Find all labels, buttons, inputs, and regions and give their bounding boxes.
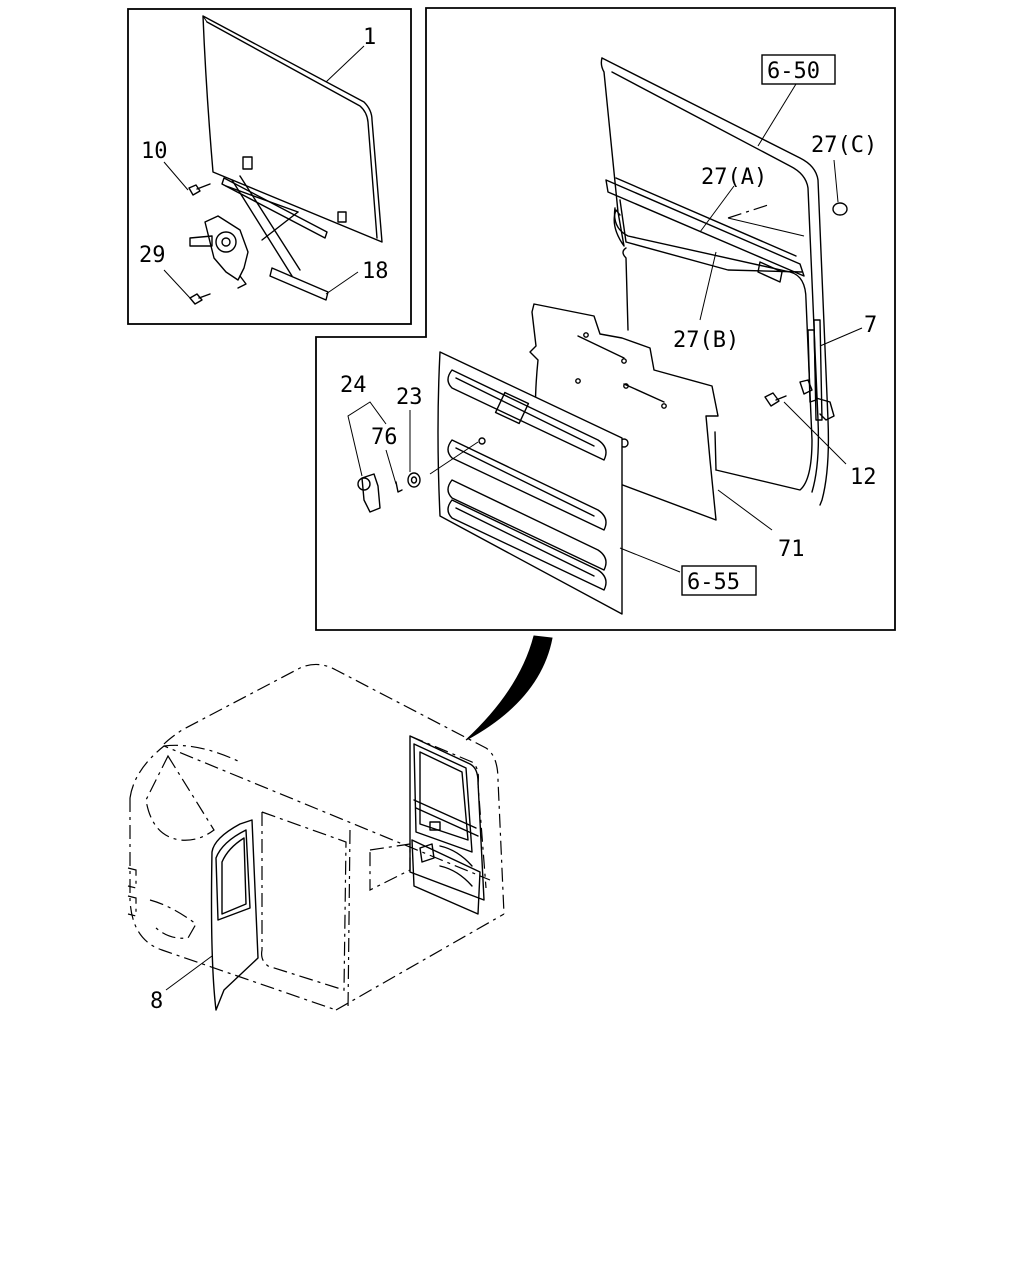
callout-76: 76 xyxy=(371,425,398,450)
screw-12-icon xyxy=(764,392,787,407)
rear-door-frame xyxy=(600,57,830,506)
callout-23: 23 xyxy=(396,385,423,410)
inset-panel-rear-door xyxy=(315,7,896,631)
ref-6-50: 6-50 xyxy=(767,59,820,84)
screw-29-icon xyxy=(189,293,211,305)
clip-76-icon xyxy=(395,481,403,493)
callout-27b: 27(B) xyxy=(673,328,739,353)
door-trim-panel xyxy=(437,351,623,615)
inner-handle-24 xyxy=(357,473,381,513)
washer-23-icon xyxy=(407,472,421,488)
callout-12: 12 xyxy=(850,465,877,490)
screw-10-icon xyxy=(188,183,211,196)
ref-box-6-50 xyxy=(761,54,836,85)
callout-1: 1 xyxy=(363,25,376,50)
callout-8: 8 xyxy=(150,989,163,1014)
door-glass xyxy=(202,15,383,243)
callout-18: 18 xyxy=(362,259,389,284)
grommet-27c-icon xyxy=(832,202,848,216)
callout-27a: 27(A) xyxy=(701,165,767,190)
callout-71: 71 xyxy=(778,537,805,562)
inset-panel-window-regulator xyxy=(127,8,412,325)
ref-6-55: 6-55 xyxy=(687,570,740,595)
ref-box-6-55 xyxy=(681,565,757,596)
window-regulator xyxy=(189,156,347,301)
callout-27c: 27(C) xyxy=(811,133,877,158)
callout-10: 10 xyxy=(141,139,168,164)
callout-7: 7 xyxy=(864,313,877,338)
callout-24: 24 xyxy=(340,373,367,398)
door-handle-7 xyxy=(799,319,835,421)
callout-29: 29 xyxy=(139,243,166,268)
detail-arrow xyxy=(465,635,553,741)
cab-overview xyxy=(127,663,505,1011)
